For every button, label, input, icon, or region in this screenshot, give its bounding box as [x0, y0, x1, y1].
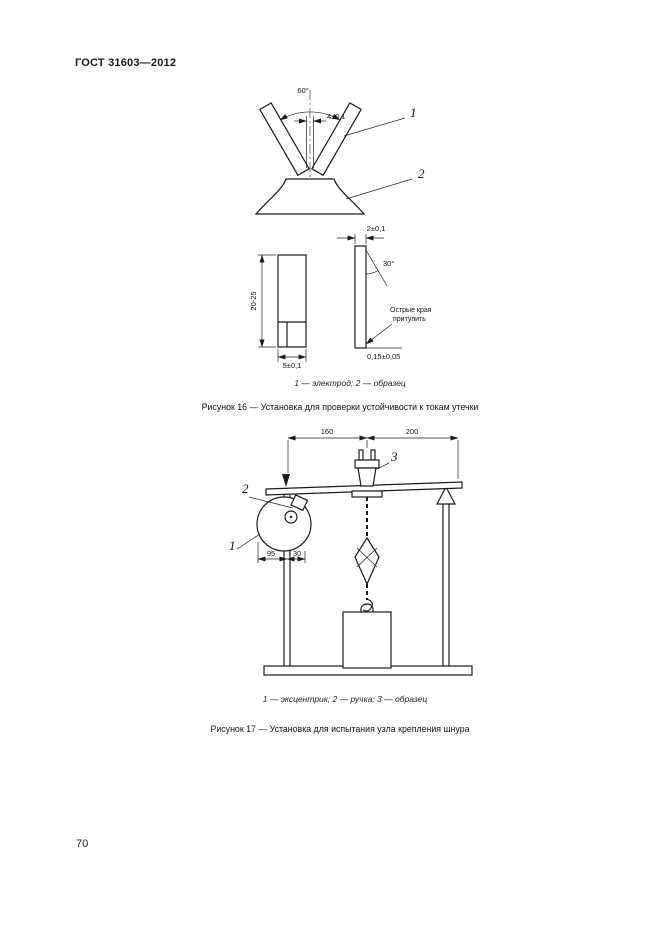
- figure17-title: Рисунок 17 — Установка для испытания узл…: [210, 724, 470, 734]
- dim-height: 20-25: [249, 291, 258, 310]
- dim-gap: 4±0,1: [327, 112, 346, 121]
- figure16-drawing: 60° 4±0,1 1 2 20-25 5±0,1 30°: [249, 86, 432, 370]
- leader-line: [376, 462, 390, 470]
- sample-dome: [254, 178, 366, 215]
- angle-arc: [279, 111, 341, 121]
- edge-note-line2: притупить: [393, 316, 426, 323]
- dim-160: 160: [321, 427, 334, 436]
- leader-line: [236, 533, 261, 550]
- label-plug: 3: [390, 449, 398, 464]
- page-number: 70: [76, 838, 89, 850]
- label-electrode: 1: [410, 105, 417, 120]
- dim-angle: 60°: [297, 86, 308, 95]
- label-eccentric: 1: [229, 538, 236, 553]
- eccentric-cam: [256, 496, 312, 552]
- figure16-caption: 1 — электрод; 2 — образец: [294, 378, 406, 388]
- chamfer-line: [365, 249, 388, 287]
- dim-chamfer: 30°: [383, 259, 394, 268]
- turnbuckle: [354, 536, 380, 586]
- plug-lower: [357, 467, 377, 487]
- dim-30: 30: [293, 549, 301, 558]
- detail-electrode-body: [277, 254, 307, 348]
- label-sample: 2: [418, 166, 425, 181]
- document-header: ГОСТ 31603—2012: [75, 57, 177, 69]
- detail-sample-edge: [354, 245, 367, 349]
- label-handle: 2: [242, 481, 249, 496]
- lever-beam: [265, 481, 463, 496]
- leader-line: [365, 323, 393, 345]
- leader-line: [343, 117, 406, 137]
- figure17-caption: 1 — эксцентрик; 2 — ручка; 3 — образец: [262, 694, 428, 704]
- cam-hub-center: [289, 515, 293, 519]
- electrode-right: [311, 102, 362, 177]
- plug-pin: [358, 449, 364, 461]
- leader-line: [345, 178, 413, 200]
- chamfer-arc: [365, 270, 379, 275]
- edge-note-line1: Острые края: [390, 307, 432, 314]
- fulcrum-triangle: [436, 485, 456, 505]
- weight-loop: [360, 603, 374, 612]
- leader-line: [248, 496, 294, 509]
- figure17-drawing: 160 200 2 1 95 30: [229, 427, 473, 676]
- plug-pin: [370, 449, 376, 461]
- dim-edge-radius: 0,15±0,05: [367, 352, 400, 361]
- turnbuckle-brace: [356, 547, 378, 568]
- cam-handle: [290, 494, 309, 512]
- plug-body: [354, 459, 380, 469]
- electrode-left: [259, 102, 310, 177]
- figure16-title: Рисунок 16 — Установка для проверки усто…: [201, 402, 479, 412]
- dim-thickness: 2±0,1: [367, 224, 386, 233]
- force-arrow: [282, 474, 290, 487]
- dim-200: 200: [406, 427, 419, 436]
- dim-width: 5±0,1: [283, 361, 302, 370]
- weight-block: [342, 611, 392, 669]
- hook: [362, 598, 373, 612]
- dim-95: 95: [267, 549, 275, 558]
- clamp-plate: [351, 490, 383, 498]
